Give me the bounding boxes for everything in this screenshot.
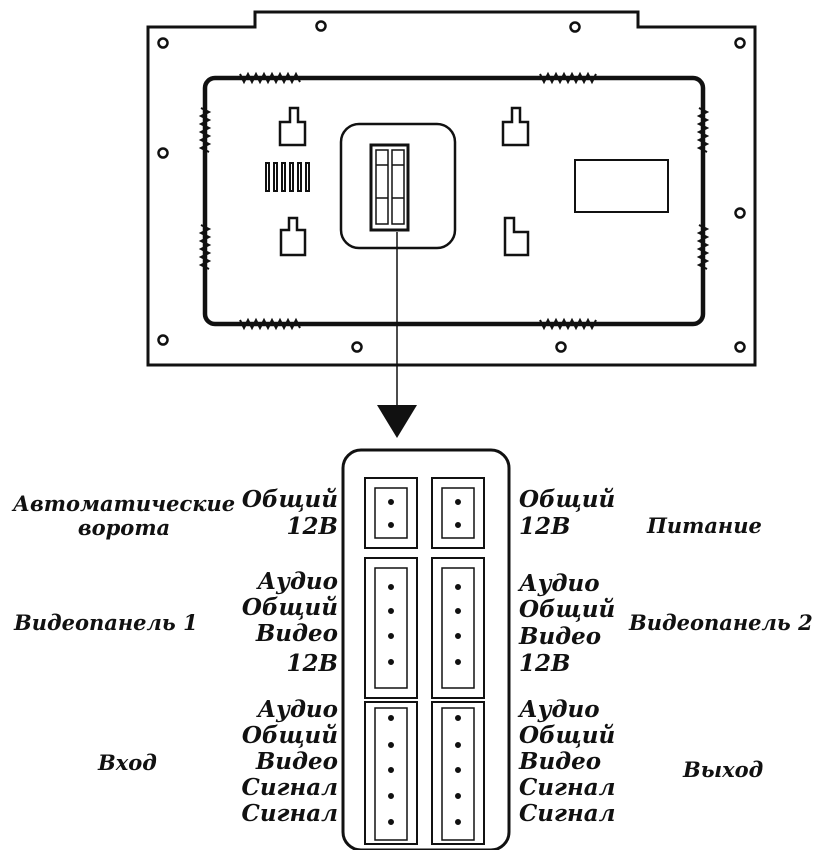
wire-label: Сигнал <box>519 774 616 801</box>
label-video-panel-2: Видеопанель 2 <box>629 610 813 635</box>
socket-power <box>431 477 485 549</box>
wire-label: Аудио <box>257 696 338 723</box>
wire-label: Общий <box>241 722 338 749</box>
wire-label: Видео <box>519 623 602 650</box>
wire-label: 12В <box>519 513 571 540</box>
hook-bottom-right <box>503 216 530 257</box>
screw-hole <box>734 341 746 353</box>
socket-input <box>364 701 418 845</box>
wire-label: Аудио <box>519 696 600 723</box>
label-output: Выход <box>683 757 764 782</box>
wire-label: Видео <box>255 620 338 647</box>
vent-slots <box>265 162 310 192</box>
screw-hole <box>157 334 169 346</box>
socket-output <box>431 701 485 845</box>
wire-label: 12В <box>286 650 338 677</box>
mounting-plate-outline <box>146 10 757 367</box>
wire-label: Общий <box>241 486 338 513</box>
monitor-body-outline <box>202 75 706 327</box>
wire-label: Общий <box>241 594 338 621</box>
screw-hole <box>734 207 746 219</box>
hook-top-left <box>278 106 307 147</box>
screw-hole <box>569 21 581 33</box>
label-automatic-gate: Автоматические ворота <box>12 491 236 540</box>
label-power: Питание <box>647 513 762 538</box>
wire-label: Видео <box>519 748 602 775</box>
socket-panel2 <box>431 557 485 699</box>
wire-label: Общий <box>519 722 616 749</box>
socket-panel1 <box>364 557 418 699</box>
screw-hole <box>734 37 746 49</box>
screw-hole <box>157 147 169 159</box>
mounting-hooks <box>278 106 530 257</box>
wire-label: Общий <box>519 596 616 623</box>
wire-label: 12В <box>519 650 571 677</box>
connector-recess <box>339 122 457 250</box>
mini-connector-block <box>369 143 410 232</box>
wire-label: Аудио <box>257 568 338 595</box>
pointer-arrow <box>377 405 417 438</box>
connector-housing <box>341 448 511 850</box>
wire-label: Аудио <box>519 570 600 597</box>
screw-hole <box>315 20 327 32</box>
label-input: Вход <box>98 750 157 775</box>
wire-label: Сигнал <box>241 800 338 827</box>
body-seal-marks <box>198 71 710 331</box>
screw-hole <box>351 341 363 353</box>
wire-label: Видео <box>255 748 338 775</box>
wire-label: Общий <box>519 486 616 513</box>
screw-holes <box>157 20 746 353</box>
screw-hole <box>555 341 567 353</box>
screw-hole <box>157 37 169 49</box>
label-video-panel-1: Видеопанель 1 <box>14 610 198 635</box>
wire-label: 12В <box>286 513 338 540</box>
hook-top-right <box>501 106 530 147</box>
wire-label: Сигнал <box>519 800 616 827</box>
wire-label: Сигнал <box>241 774 338 801</box>
socket-gate <box>364 477 418 549</box>
hook-bottom-left <box>279 216 307 257</box>
label-plate <box>574 159 669 213</box>
